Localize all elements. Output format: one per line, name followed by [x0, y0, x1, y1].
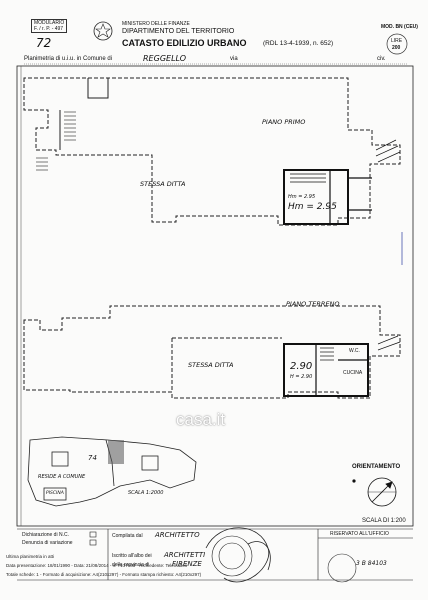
office-number: 3 B 84103 [356, 560, 387, 567]
office-reserved-title: RISERVATO ALL'UFFICIO [330, 531, 389, 537]
registered-role: ARCHITETTI [164, 551, 206, 559]
office-stamp [327, 553, 357, 583]
same-owner-note-top: STESSA DITTA [140, 180, 186, 188]
declaration-nc: Dichiarazione di N.C. [22, 532, 69, 538]
form-badge-line2: F. / r. P. - 497 [34, 26, 64, 32]
republic-emblem-icon [93, 21, 113, 41]
registered-label: Iscritto all'albo dei [112, 553, 152, 559]
comune-value: REGGELLO [143, 54, 187, 63]
stair-top-left [36, 111, 76, 171]
drawing-scale: SCALA DI 1:200 [362, 518, 406, 524]
architect-stamp [205, 527, 271, 583]
floor-label-ground: PIANO TERRENO [286, 300, 340, 308]
price-label: LIRE [391, 38, 403, 44]
department-name: DIPARTIMENTO DEL TERRITORIO [122, 28, 235, 35]
form-badge-line1: MODULARIO [34, 20, 65, 26]
document-title: CATASTO EDILIZIO URBANO [122, 38, 247, 48]
drawing-frame [16, 65, 414, 527]
compiled-by-label: Compilata dal [112, 533, 143, 539]
province-value: FIRENZE [172, 560, 202, 568]
compiled-by-role: ARCHITETTO [155, 531, 200, 539]
stair-first-floor [290, 139, 401, 183]
same-owner-note-bottom: STESSA DITTA [188, 361, 234, 369]
orientation-label: ORIENTAMENTO [352, 464, 401, 470]
footer-grid [17, 528, 413, 581]
height-max-first: Hm = 2.95 [288, 202, 337, 212]
civ-label: civ. [377, 56, 386, 62]
last-plan-note: Ultima planimetria in atti [6, 554, 55, 559]
total-sheets-note: Totale schede: 1 - Formato di acquisizio… [6, 572, 202, 577]
common-area-label: RESIDE A COMUNE [38, 474, 86, 480]
ministry-name: MINISTERO DELLE FINANZE [122, 21, 190, 27]
watermark-text: casa.it [176, 410, 226, 429]
variation-report: Denuncia di variazione [22, 540, 73, 546]
form-badge: MODULARIO F. / r. P. - 497 [31, 19, 68, 33]
price-value: 200 [392, 45, 401, 51]
kitchen-label: CUCINA [343, 370, 363, 376]
model-code: MOD. BN (CEU) [381, 24, 418, 30]
law-reference: (RDL 13-4-1939, n. 652) [263, 40, 334, 47]
site-unit-hatch [108, 440, 124, 464]
parcel-number: 74 [88, 454, 97, 462]
orientation-dot [352, 479, 356, 483]
room-height-ground: 2.90 [290, 361, 313, 372]
sheet-number: 72 [36, 36, 52, 50]
plan-bottom-outline [23, 305, 401, 399]
site-scale: SCALA 1:2000 [128, 490, 164, 496]
province-label: della provincia di [112, 562, 150, 568]
unit-first-floor [283, 169, 372, 225]
room-height-ground-alt: H = 2.90 [290, 374, 313, 380]
price-stamp-circle [386, 33, 408, 55]
plan-top-outline [23, 77, 401, 226]
presentation-date-note: Data presentazione: 18/01/1990 - Data: 2… [6, 563, 187, 568]
location-prefix: Planimetria di u.i.u. in Comune di [24, 56, 113, 62]
stair-ground-floor [320, 335, 401, 361]
via-label: via [230, 56, 238, 62]
floor-label-first: PIANO PRIMO [262, 118, 306, 126]
wc-label: W.C. [349, 348, 360, 354]
small-site-label: PISCINA [46, 491, 64, 496]
height-min-first: Hm = 2.95 [288, 194, 316, 200]
north-arrow-icon [367, 477, 397, 507]
unit-ground-floor [283, 343, 369, 397]
